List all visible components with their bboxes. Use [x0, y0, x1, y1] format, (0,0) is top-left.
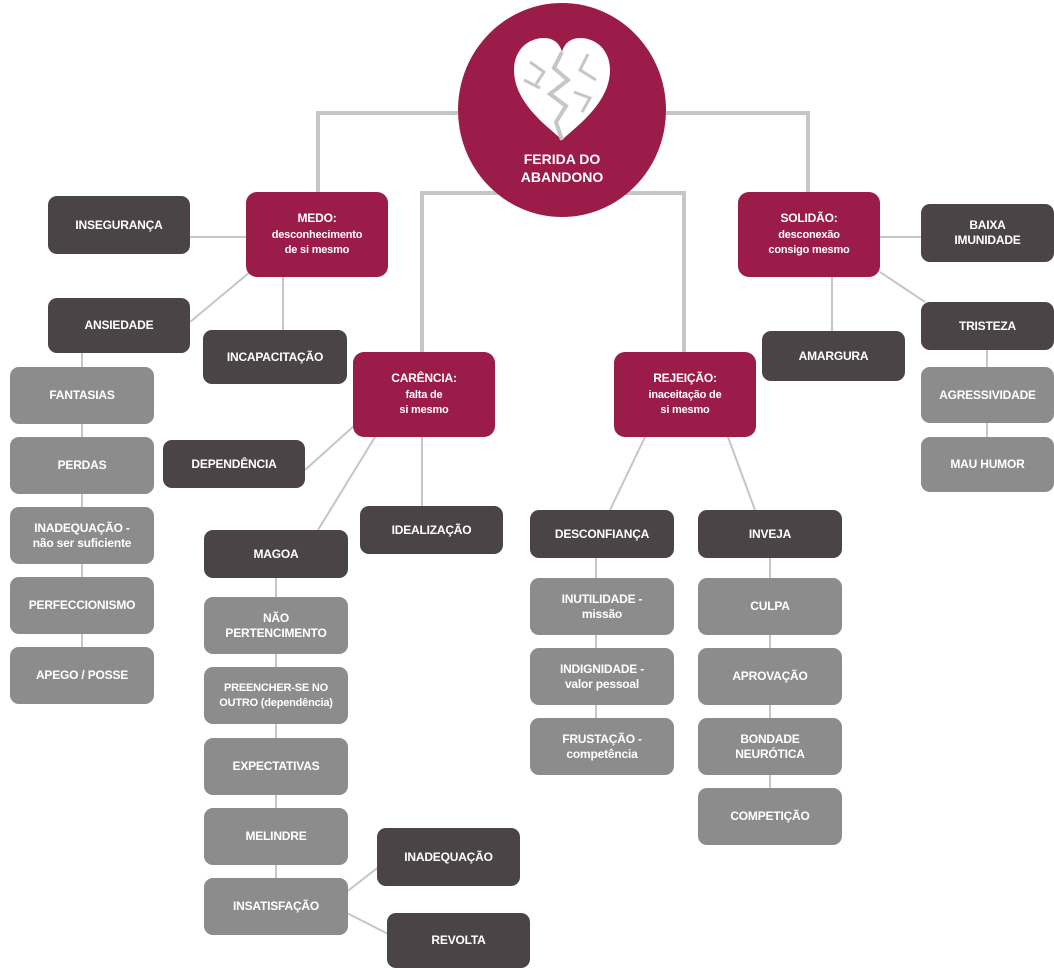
node-idealizacao: IDEALIZAÇÃO	[360, 506, 503, 554]
category-rejeicao-subtitle: inaceitação de si mesmo	[648, 389, 722, 416]
category-carencia-subtitle: falta de si mesmo	[399, 389, 449, 416]
node-inveja: INVEJA	[698, 510, 842, 558]
node-desconfianca: DESCONFIANÇA	[530, 510, 674, 558]
category-rejeicao: REJEIÇÃO: inaceitação de si mesmo	[614, 352, 756, 437]
node-fantasias: FANTASIAS	[10, 367, 154, 424]
category-rejeicao-title: REJEIÇÃO:	[653, 371, 717, 385]
node-baixa-imunidade: BAIXA IMUNIDADE	[921, 204, 1054, 262]
node-indignidade: INDIGNIDADE - valor pessoal	[530, 648, 674, 705]
node-inadequacao: INADEQUAÇÃO	[377, 828, 520, 886]
node-insatisfacao: INSATISFAÇÃO	[204, 878, 348, 935]
node-nao-pertencimento: NÃO PERTENCIMENTO	[204, 597, 348, 654]
node-inseguranca: INSEGURANÇA	[48, 196, 190, 254]
node-amargura: AMARGURA	[762, 331, 905, 381]
node-culpa: CULPA	[698, 578, 842, 635]
node-apego-posse: APEGO / POSSE	[10, 647, 154, 704]
node-melindre: MELINDRE	[204, 808, 348, 865]
node-inutilidade: INUTILIDADE - missão	[530, 578, 674, 635]
node-incapacitacao: INCAPACITAÇÃO	[203, 330, 347, 384]
broken-heart-icon	[514, 38, 610, 141]
node-ansiedade: ANSIEDADE	[48, 298, 190, 353]
node-revolta: REVOLTA	[387, 913, 530, 968]
node-dependencia: DEPENDÊNCIA	[163, 440, 305, 488]
node-aprovacao: APROVAÇÃO	[698, 648, 842, 705]
category-medo-title: MEDO:	[297, 211, 337, 225]
center-title: FERIDA DO ABANDONO	[520, 151, 604, 185]
node-inadequacao-suficiente: INADEQUAÇÃO - não ser suficiente	[10, 507, 154, 564]
node-mau-humor: MAU HUMOR	[921, 437, 1054, 492]
category-solidao-subtitle: desconexão consigo mesmo	[768, 229, 850, 256]
node-perdas: PERDAS	[10, 437, 154, 494]
category-medo: MEDO: desconhecimento de si mesmo	[246, 192, 388, 277]
node-frustacao: FRUSTAÇÃO - competência	[530, 718, 674, 775]
category-carencia: CARÊNCIA: falta de si mesmo	[353, 352, 495, 437]
node-preencher-se: PREENCHER-SE NO OUTRO (dependência)	[204, 667, 348, 724]
node-perfeccionismo: PERFECCIONISMO	[10, 577, 154, 634]
category-medo-subtitle: desconhecimento de si mesmo	[271, 229, 363, 256]
node-magoa: MAGOA	[204, 530, 348, 578]
node-agressividade: AGRESSIVIDADE	[921, 367, 1054, 423]
node-tristeza: TRISTEZA	[921, 302, 1054, 350]
category-carencia-title: CARÊNCIA:	[391, 371, 457, 385]
category-solidao-title: SOLIDÃO:	[780, 211, 838, 225]
node-competicao: COMPETIÇÃO	[698, 788, 842, 845]
node-expectativas: EXPECTATIVAS	[204, 738, 348, 795]
node-bondade-neurotica: BONDADE NEURÓTICA	[698, 718, 842, 775]
category-solidao: SOLIDÃO: desconexão consigo mesmo	[738, 192, 880, 277]
